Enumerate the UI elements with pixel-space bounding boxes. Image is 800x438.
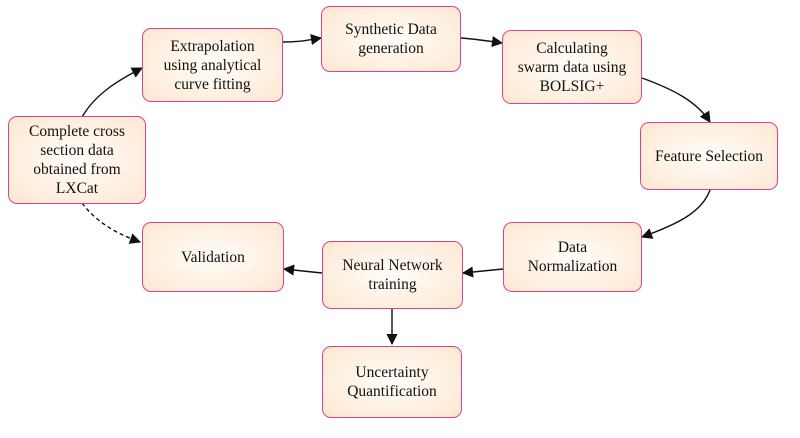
node-line: Normalization bbox=[527, 258, 618, 275]
node-line: BOLSIG+ bbox=[539, 77, 605, 95]
node-line: swarm data using bbox=[517, 58, 627, 76]
node-line: obtained from bbox=[33, 161, 121, 178]
arrow-normalization-to-neural bbox=[461, 266, 504, 278]
node-line: generation bbox=[358, 40, 424, 57]
node-line: LXCat bbox=[55, 180, 99, 197]
node-bolsig: Calculating swarm data using BOLSIG+ bbox=[502, 30, 642, 104]
node-line: Synthetic Data bbox=[345, 21, 437, 38]
node-line: Quantification bbox=[347, 383, 437, 400]
arrow-crosssection-to-validation-dashed bbox=[81, 202, 142, 244]
node-complete-cross-section: Complete cross section data obtained fro… bbox=[8, 116, 146, 204]
node-feature-selection: Feature Selection bbox=[640, 122, 778, 190]
node-neural-network: Neural Network training bbox=[322, 241, 463, 309]
node-line: Validation bbox=[181, 248, 245, 266]
arrow-feature-to-normalization bbox=[640, 189, 711, 239]
node-line: Neural Network bbox=[342, 257, 443, 274]
node-line: Feature Selection bbox=[654, 147, 764, 165]
arrow-synthetic-to-bolsig bbox=[460, 36, 504, 48]
node-synthetic-data: Synthetic Data generation bbox=[321, 6, 461, 72]
node-line: Calculating bbox=[536, 39, 608, 57]
node-data-normalization: Data Normalization bbox=[503, 222, 642, 292]
arrow-neural-to-validation bbox=[282, 264, 323, 276]
node-line: section data bbox=[40, 142, 114, 159]
node-line: curve fitting bbox=[174, 75, 251, 93]
arrow-bolsig-to-feature bbox=[641, 77, 711, 123]
arrow-crosssection-to-extrapolation bbox=[81, 67, 143, 118]
node-line: Extrapolation bbox=[170, 37, 255, 55]
node-line: Complete cross bbox=[29, 123, 125, 140]
node-line: using analytical bbox=[163, 56, 262, 74]
node-line: training bbox=[368, 276, 417, 293]
node-uncertainty-quantification: Uncertainty Quantification bbox=[322, 346, 462, 418]
node-line: Uncertainty bbox=[355, 364, 429, 381]
node-validation: Validation bbox=[142, 222, 284, 292]
node-extrapolation: Extrapolation using analytical curve fit… bbox=[142, 28, 283, 102]
arrow-extrapolation-to-synthetic bbox=[282, 33, 323, 46]
node-line: Data bbox=[557, 239, 588, 256]
